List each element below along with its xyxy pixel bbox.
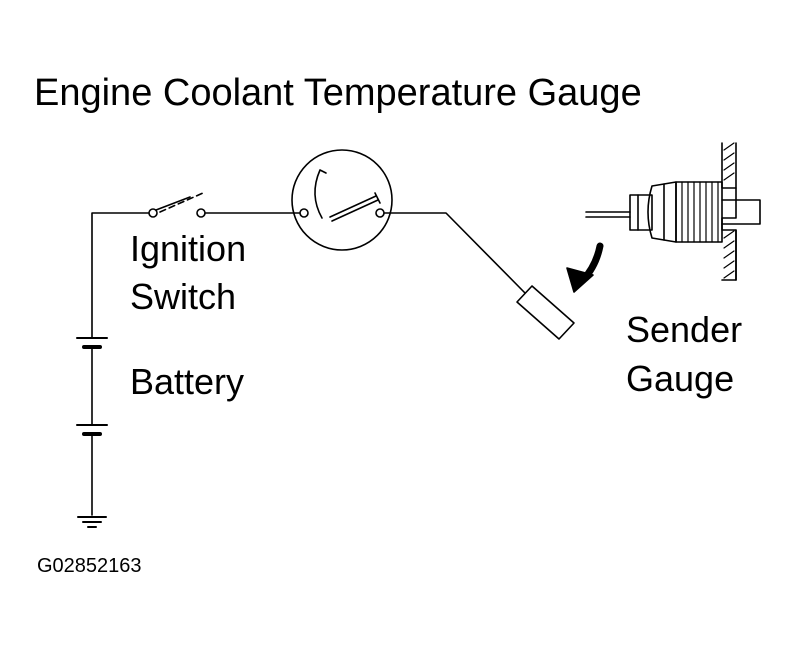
figure-code: G02852163 <box>37 555 142 577</box>
temperature-gauge-meter <box>291 149 393 251</box>
sender-unit-symbol <box>516 285 575 340</box>
wire-battery-to-switch <box>91 212 150 339</box>
ignition-switch-label-line2: Switch <box>130 276 237 317</box>
battery-symbol <box>76 337 108 436</box>
ground-symbol <box>77 516 107 528</box>
sender-gauge-drawing <box>585 142 761 281</box>
battery-label: Battery <box>130 361 245 402</box>
sender-gauge-label-line2: Gauge <box>626 358 735 399</box>
arrow-head-icon <box>566 267 594 293</box>
sender-gauge-label-line1: Sender <box>626 309 743 350</box>
wire-gauge-to-sender <box>383 212 526 294</box>
ignition-switch-label-line1: Ignition <box>130 228 247 269</box>
diagram-title: Engine Coolant Temperature Gauge <box>34 72 642 114</box>
ignition-switch-symbol <box>148 192 206 218</box>
